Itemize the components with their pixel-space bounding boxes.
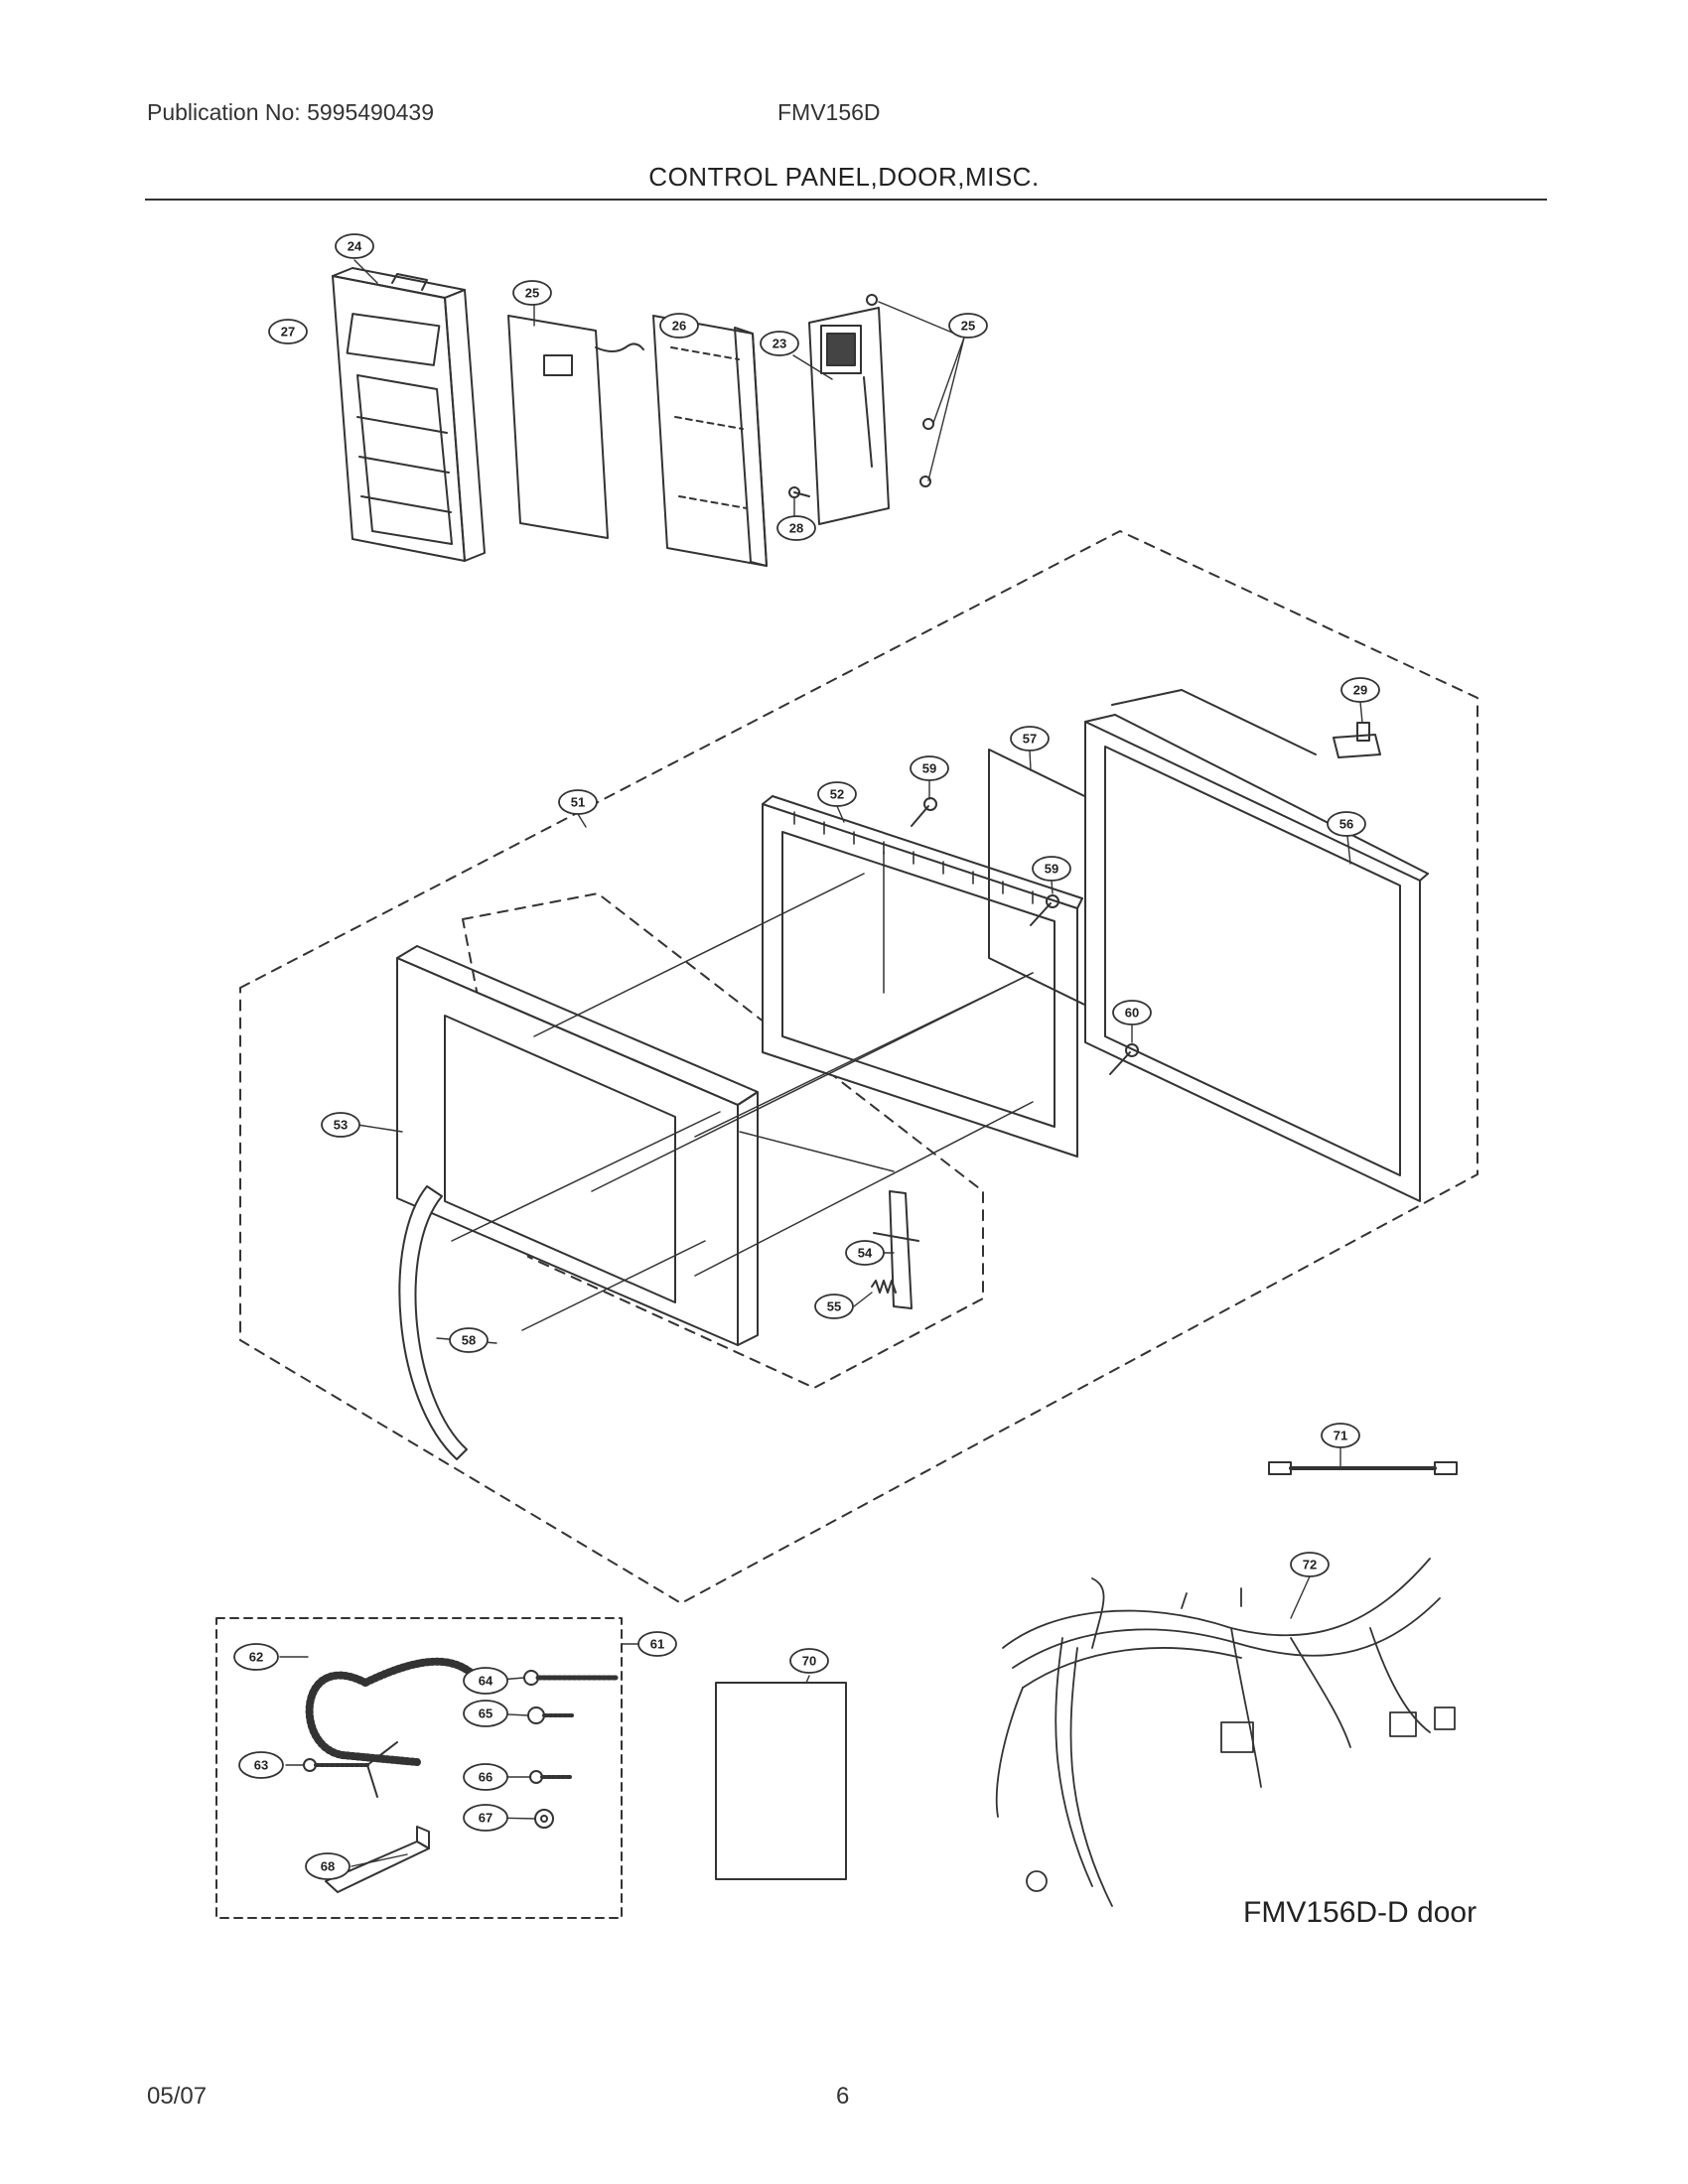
svg-text:56: 56 <box>1339 817 1353 832</box>
svg-text:58: 58 <box>462 1333 476 1348</box>
svg-text:24: 24 <box>348 239 362 254</box>
assembly-lines <box>451 851 1034 1331</box>
screw-66 <box>529 1770 573 1784</box>
callout-25b: 25 <box>948 313 988 339</box>
section-title: CONTROL PANEL,DOOR,MISC. <box>648 162 1040 192</box>
screw-59a <box>911 797 937 827</box>
page-number: 6 <box>836 2083 850 2110</box>
callout-60: 60 <box>1112 1000 1152 1025</box>
svg-text:28: 28 <box>789 521 803 536</box>
svg-text:60: 60 <box>1125 1006 1139 1021</box>
wire-71 <box>1268 1461 1458 1475</box>
clip-29 <box>1333 722 1381 758</box>
bracket-68 <box>325 1826 430 1893</box>
svg-text:23: 23 <box>773 337 786 351</box>
svg-text:59: 59 <box>922 761 936 776</box>
publication-number: Publication No: 5995490439 <box>147 99 435 125</box>
callout-29: 29 <box>1340 677 1380 703</box>
callout-66: 66 <box>463 1763 508 1791</box>
installation-kit-boundary-61 <box>215 1617 623 1919</box>
callout-26: 26 <box>659 313 699 339</box>
callout-23: 23 <box>760 331 799 356</box>
svg-text:68: 68 <box>321 1859 335 1874</box>
callouts: 24 27 25 26 23 25 28 29 57 59 52 51 56 5… <box>233 233 1380 1880</box>
callout-58: 58 <box>449 1327 489 1353</box>
screw-60 <box>1109 1043 1139 1075</box>
screw-65 <box>527 1706 576 1724</box>
svg-text:70: 70 <box>802 1654 816 1669</box>
washer-67 <box>534 1809 554 1829</box>
callout-70: 70 <box>789 1648 829 1674</box>
membrane-switch-25 <box>507 315 644 539</box>
door-handle-58 <box>398 1185 468 1460</box>
svg-text:71: 71 <box>1334 1429 1347 1443</box>
control-board-23 <box>808 307 890 525</box>
bolt-64 <box>523 1670 621 1686</box>
callout-27: 27 <box>268 319 308 344</box>
svg-text:59: 59 <box>1045 862 1058 877</box>
svg-text:55: 55 <box>827 1299 841 1314</box>
callout-25: 25 <box>512 280 552 306</box>
callout-71: 71 <box>1321 1423 1360 1448</box>
spring-55 <box>871 1280 897 1294</box>
svg-text:62: 62 <box>249 1650 263 1665</box>
callout-63b: 63 <box>238 1751 284 1779</box>
callout-59b: 59 <box>1032 856 1071 882</box>
callout-53: 53 <box>321 1112 360 1138</box>
svg-text:25: 25 <box>961 319 975 334</box>
door-assembly-boundary <box>239 530 1478 1604</box>
callout-57: 57 <box>1010 726 1050 751</box>
svg-text:67: 67 <box>479 1811 492 1826</box>
door-choke-frame-52 <box>762 795 1083 1158</box>
svg-text:53: 53 <box>334 1118 348 1133</box>
callout-56: 56 <box>1327 811 1366 837</box>
control-panel-frame <box>332 267 486 562</box>
callout-64: 64 <box>463 1667 508 1695</box>
callout-52: 52 <box>817 781 857 807</box>
callout-51: 51 <box>558 789 598 815</box>
svg-text:51: 51 <box>571 795 585 810</box>
callout-62: 62 <box>233 1643 279 1671</box>
svg-text:26: 26 <box>672 319 686 334</box>
header-rule <box>145 199 1547 201</box>
footer-date: 05/07 <box>147 2083 208 2110</box>
svg-text:66: 66 <box>479 1770 492 1785</box>
callout-72: 72 <box>1290 1552 1330 1577</box>
svg-text:25: 25 <box>525 286 539 301</box>
svg-text:61: 61 <box>650 1637 664 1652</box>
svg-text:65: 65 <box>479 1706 492 1721</box>
model-number: FMV156D <box>777 99 881 125</box>
gasket-62 <box>305 1671 421 1766</box>
svg-text:27: 27 <box>281 325 295 340</box>
toggle-bolt-63 <box>303 1741 398 1798</box>
screws-25 <box>866 294 934 487</box>
front-door-53 <box>396 945 759 1346</box>
callout-55: 55 <box>814 1294 854 1319</box>
callout-67: 67 <box>463 1804 508 1832</box>
svg-text:52: 52 <box>830 787 844 802</box>
latch-54 <box>873 1190 919 1309</box>
door-seal-frame-56 <box>1084 714 1429 1202</box>
callout-59a: 59 <box>910 755 949 781</box>
svg-text:72: 72 <box>1303 1558 1317 1572</box>
callout-65: 65 <box>463 1700 508 1727</box>
svg-text:57: 57 <box>1023 732 1037 747</box>
wire-harness-72 <box>995 1558 1456 1907</box>
callout-54: 54 <box>845 1240 885 1266</box>
callout-24: 24 <box>335 233 374 259</box>
svg-text:63: 63 <box>254 1758 268 1773</box>
control-bracket-26 <box>652 315 768 567</box>
callout-61: 61 <box>637 1631 677 1657</box>
callout-68: 68 <box>305 1852 351 1880</box>
svg-text:54: 54 <box>858 1246 873 1261</box>
screw-28 <box>788 486 810 498</box>
diagram-caption: FMV156D-D door <box>1243 1896 1477 1929</box>
callout-28: 28 <box>776 515 816 541</box>
screw-59b <box>1030 894 1059 926</box>
latch-boundary <box>462 892 984 1389</box>
manual-70 <box>715 1682 847 1880</box>
svg-text:29: 29 <box>1353 683 1367 698</box>
svg-text:64: 64 <box>479 1674 493 1689</box>
